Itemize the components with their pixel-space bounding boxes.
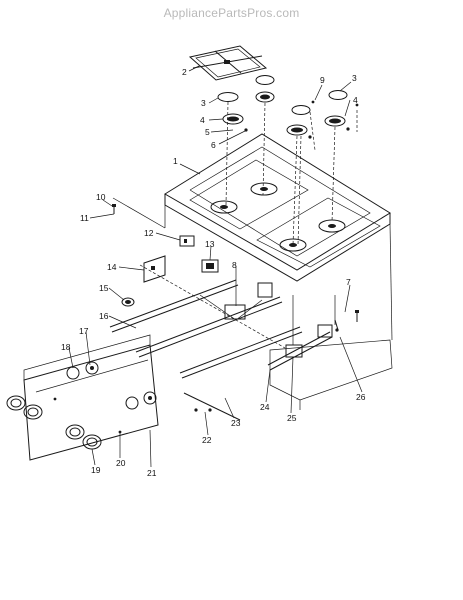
part-label-10: 10 xyxy=(96,192,106,202)
part-label-7: 7 xyxy=(346,277,351,287)
part-label-1: 1 xyxy=(173,156,178,166)
leader-lines xyxy=(68,65,363,468)
control-panel xyxy=(6,334,212,461)
burner-caps xyxy=(217,75,348,115)
part-label-22: 22 xyxy=(202,435,212,445)
part-label-4-right: 4 xyxy=(353,95,358,105)
cooktop xyxy=(164,133,391,282)
orifice-fitting xyxy=(121,297,135,307)
part-label-4-left: 4 xyxy=(200,115,205,125)
watermark: AppliancePartsPros.com xyxy=(163,6,300,20)
range-body xyxy=(112,197,393,410)
fasteners xyxy=(112,204,359,332)
part-label-24: 24 xyxy=(260,402,270,412)
part-labels: 1 2 3 3 4 4 5 6 7 8 9 10 11 12 13 14 15 … xyxy=(61,67,366,478)
part-label-6: 6 xyxy=(211,140,216,150)
part-label-8: 8 xyxy=(232,260,237,270)
part-label-18: 18 xyxy=(61,342,71,352)
part-label-2: 2 xyxy=(182,67,187,77)
part-label-26: 26 xyxy=(356,392,366,402)
part-label-23: 23 xyxy=(231,418,241,428)
part-label-12: 12 xyxy=(144,228,154,238)
part-label-13: 13 xyxy=(205,239,215,249)
part-label-14: 14 xyxy=(107,262,117,272)
part-label-16: 16 xyxy=(99,311,109,321)
burner-heads xyxy=(222,91,346,136)
part-label-5: 5 xyxy=(205,127,210,137)
part-label-11: 11 xyxy=(80,213,89,223)
alignment-lines xyxy=(225,101,358,246)
burner-tubes-manifold xyxy=(109,279,336,421)
part-label-3-right: 3 xyxy=(352,73,357,83)
igniter-switch-and-brackets xyxy=(143,235,219,283)
part-label-19: 19 xyxy=(91,465,101,475)
part-label-17: 17 xyxy=(79,326,89,336)
part-label-20: 20 xyxy=(116,458,126,468)
part-label-9: 9 xyxy=(320,75,325,85)
part-label-3-left: 3 xyxy=(201,98,206,108)
part-label-25: 25 xyxy=(287,413,297,423)
burner-screws xyxy=(244,100,359,139)
burner-grate xyxy=(188,45,268,81)
part-label-15: 15 xyxy=(99,283,109,293)
part-label-21: 21 xyxy=(147,468,157,478)
